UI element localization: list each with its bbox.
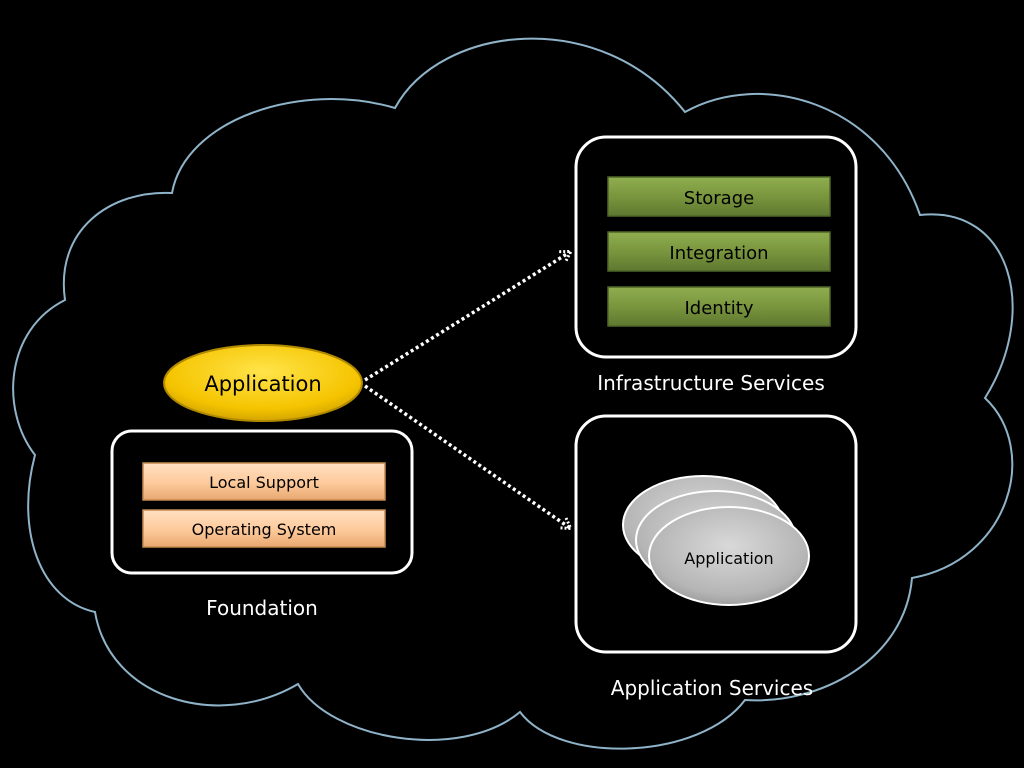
identity-block xyxy=(607,286,831,327)
application-services-group: Application Application Services xyxy=(574,414,858,700)
application-services-title: Application Services xyxy=(611,676,813,700)
storage-label: Storage xyxy=(684,188,754,209)
application-node-label: Application xyxy=(204,372,321,396)
foundation-box xyxy=(110,429,414,575)
local-support-label: Local Support xyxy=(209,473,319,492)
operating-system-label: Operating System xyxy=(192,520,337,539)
arrow-to-infrastructure xyxy=(364,252,570,382)
infrastructure-services-group: Storage Integration Identity Infrastruct… xyxy=(574,135,858,395)
foundation-group: Local Support Operating System Foundatio… xyxy=(110,429,414,620)
application-stack-label: Application xyxy=(684,549,773,568)
integration-block xyxy=(607,231,831,272)
application-stack-front xyxy=(648,506,810,606)
infrastructure-services-title: Infrastructure Services xyxy=(597,371,825,395)
operating-system-block xyxy=(142,509,386,548)
storage-block xyxy=(607,176,831,217)
cloud-outline xyxy=(12,37,1014,750)
integration-label: Integration xyxy=(669,243,768,264)
foundation-title: Foundation xyxy=(206,596,318,620)
identity-label: Identity xyxy=(685,298,754,319)
local-support-block xyxy=(142,462,386,501)
application-node: Application xyxy=(163,344,363,422)
